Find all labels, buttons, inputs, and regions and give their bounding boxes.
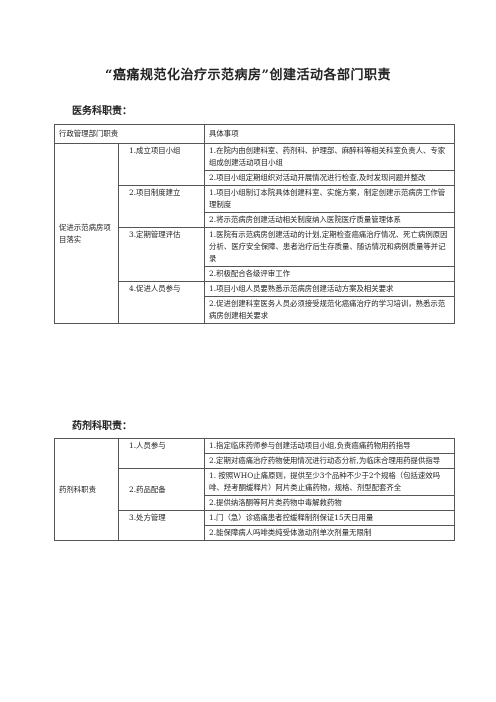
- item-cell: 1.门（急）诊癌痛患者控缓释制剂保证15天日用量: [204, 510, 455, 526]
- table-row: 药剂科职责 1.人员参与 1.指定临床药师参与创建活动项目小组,负责癌痛药物用药…: [54, 438, 455, 541]
- task-cell: 2.项目制度建立: [117, 185, 206, 228]
- table-header-row: 行政管理部门职责 具体事项: [53, 124, 456, 144]
- table-row: 3.处方管理 1.门（急）诊癌痛患者控缓释制剂保证15天日用量: [55, 510, 455, 541]
- table-row: 2.促进创建科室医务人员必须接受规范化癌痛治疗的学习培训，熟悉示范病房创建相关要…: [55, 296, 456, 324]
- item-cell: 1. 按照WHO止痛原则，提供至少3个品种不少于2个规格（包括速效吗啡、羟考酮缓…: [204, 468, 455, 496]
- page-title: “癌痛规范化治疗示范病房”创建活动各部门职责: [105, 68, 391, 83]
- item-cell: 1.医院有示范病房创建活动的计划,定期检查癌痛治疗情况、死亡病例原因分析、医疗安…: [204, 227, 456, 267]
- task-cell: 3.处方管理: [118, 510, 205, 541]
- header-cell-dept: 行政管理部门职责: [53, 124, 206, 144]
- table-row: 2.项目制度建立 1.项目小组制订本院具体创建科室、实施方案，制定创建示范病房工…: [55, 185, 456, 228]
- dept-cell: 药剂科职责: [54, 438, 119, 541]
- item-cell: 2.项目小组定期组织对活动开展情况进行检查,及时发现问题并整改: [204, 170, 456, 186]
- item-cell: 2.定期对癌痛治疗药物使用情况进行动态分析,为临床合理用药提供指导: [204, 453, 455, 469]
- item-cell: 1.在院内由创建科室、药剂科、护理部、麻醉科等相关科室负责人、专家组成创建活动项…: [204, 143, 456, 171]
- header-cell-items: 具体事项: [204, 124, 456, 144]
- task-cell: 1.成立项目小组: [117, 143, 206, 186]
- item-cell: 2.将示范病房创建活动相关制度纳入医院医疗质量管理体系: [204, 212, 456, 228]
- section-heading-pharmacy: 药剂科职责：: [72, 421, 132, 432]
- table-row: 2.能保障病人吗啡类纯受体激动剂单次剂量无限制: [55, 525, 455, 541]
- section-heading-medical: 医务科职责：: [72, 106, 132, 117]
- task-cell: 2.药品配备: [118, 468, 205, 511]
- item-cell: 1.项目小组人员要熟悉示范病房创建活动方案及相关要求: [204, 281, 456, 297]
- item-cell: 2.促进创建科室医务人员必须接受规范化癌痛治疗的学习培训，熟悉示范病房创建相关要…: [204, 296, 456, 324]
- item-cell: 2.积极配合各级评审工作: [204, 266, 456, 282]
- item-cell: 2.提供纳洛酮等阿片类药物中毒解救药物: [204, 495, 455, 511]
- item-cell: 1.项目小组制订本院具体创建科室、实施方案，制定创建示范病房工作管理制度: [204, 185, 456, 213]
- task-cell: 4.促进人员参与: [117, 281, 206, 324]
- item-cell: 1.指定临床药师参与创建活动项目小组,负责癌痛药物用药指导: [204, 438, 455, 454]
- dept-cell: 促进示范病房项目落实: [54, 143, 119, 324]
- item-cell: 2.能保障病人吗啡类纯受体激动剂单次剂量无限制: [204, 525, 455, 541]
- task-cell: 1.人员参与: [118, 438, 205, 469]
- table-row: 4.促进人员参与 1.项目小组人员要熟悉示范病房创建活动方案及相关要求: [55, 281, 456, 324]
- table-row: 促进示范病房项目落实 1.成立项目小组 1.在院内由创建科室、药剂科、护理部、麻…: [54, 143, 456, 324]
- pharmacy-duties-table: 药剂科职责 1.人员参与 1.指定临床药师参与创建活动项目小组,负责癌痛药物用药…: [54, 438, 455, 541]
- medical-duties-table: 行政管理部门职责 具体事项 促进示范病房项目落实 1.成立项目小组 1.在院内由…: [53, 124, 456, 324]
- task-cell: 3.定期管理评估: [117, 227, 206, 282]
